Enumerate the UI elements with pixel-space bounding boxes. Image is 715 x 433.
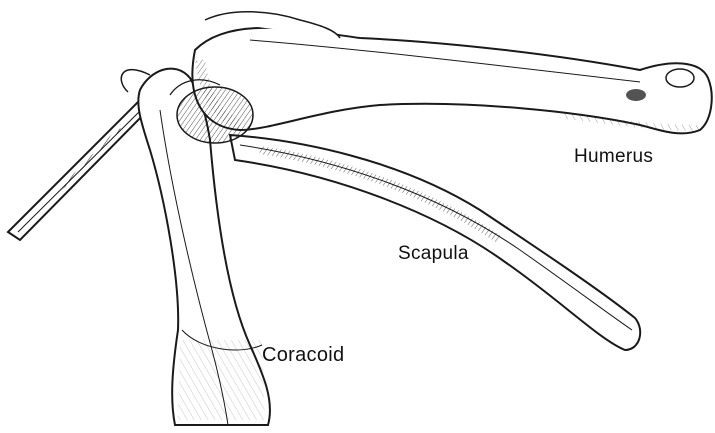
coracoid-label: Coracoid (262, 344, 344, 367)
furcula-bone (8, 100, 150, 240)
humerus-bone (192, 12, 711, 134)
humerus-label: Humerus (574, 146, 653, 168)
scapula-label: Scapula (398, 243, 469, 265)
